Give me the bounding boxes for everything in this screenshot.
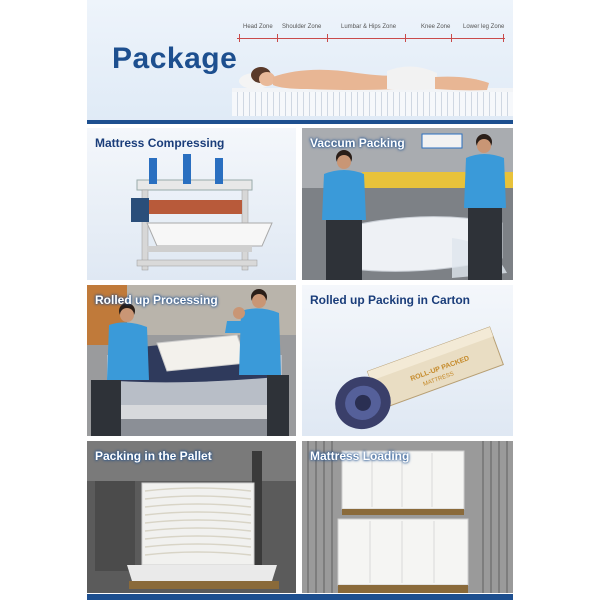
- compressing-machine-image: [131, 154, 273, 271]
- package-header: Package Head Zone Shoulder Zone Lumbar &…: [87, 0, 513, 124]
- zone-tick: [327, 34, 328, 42]
- zone-tick: [503, 34, 504, 42]
- panel-label: Mattress Compressing: [95, 136, 225, 150]
- container-loading-image: [302, 441, 513, 593]
- zone-label-lower-leg: Lower leg Zone: [463, 24, 505, 30]
- panel-rolled-up-processing: Rolled up Processing: [87, 285, 296, 436]
- panel-vacuum-packing: Vaccum Packing: [302, 128, 513, 280]
- zone-tick: [405, 34, 406, 42]
- vacuum-packing-image: [302, 128, 513, 280]
- panel-label: Packing in the Pallet: [95, 449, 212, 463]
- zone-line: [237, 38, 505, 39]
- panel-packing-pallet: Packing in the Pallet: [87, 441, 296, 593]
- zone-tick: [239, 34, 240, 42]
- zone-tick: [277, 34, 278, 42]
- panel-mattress-loading: Mattress Loading: [302, 441, 513, 593]
- page-title: Package: [112, 42, 238, 75]
- lying-woman-image: [239, 66, 489, 91]
- zone-label-head: Head Zone: [243, 24, 273, 30]
- panel-label: Rolled up Packing in Carton: [310, 293, 471, 307]
- panel-label: Vaccum Packing: [310, 136, 405, 150]
- carton-roll-image: ROLL-UP PACKED MATTRESS: [335, 326, 504, 430]
- zone-tick: [451, 34, 452, 42]
- zone-label-knee: Knee Zone: [421, 24, 451, 30]
- footer-divider: [87, 594, 513, 600]
- panel-mattress-compressing: Mattress Compressing: [87, 128, 296, 280]
- pallet-packing-image: [87, 441, 296, 593]
- zone-label-shoulder: Shoulder Zone: [282, 24, 322, 30]
- zone-label-lumbar: Lumbar & Hips Zone: [341, 24, 397, 30]
- header-divider: [87, 120, 513, 124]
- spring-mattress: [232, 92, 513, 116]
- panel-label: Rolled up Processing: [95, 293, 218, 307]
- panel-label: Mattress Loading: [310, 449, 410, 463]
- mattress-cover: [232, 88, 513, 94]
- rolled-up-processing-image: [87, 285, 296, 436]
- panel-rolled-packing-carton: ROLL-UP PACKED MATTRESS Rolled up Packin…: [302, 285, 513, 436]
- package-sheet: Package Head Zone Shoulder Zone Lumbar &…: [87, 0, 513, 600]
